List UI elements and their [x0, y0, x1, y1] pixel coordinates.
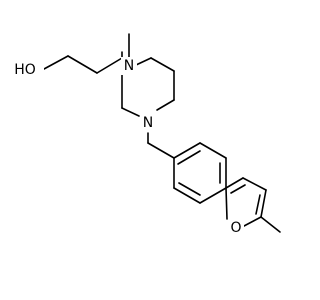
bond-ring-top-ring-right [150, 57, 175, 72]
bond-furan-c2-c3-inner [230, 184, 246, 194]
bond-c2-ring-c [96, 57, 123, 74]
bond-c1-c2 [67, 55, 98, 74]
bond-ar5-ar6 [173, 187, 201, 204]
benzyl-nitrogen-label: N [143, 115, 153, 131]
bond-furan-c4-c5-inner [255, 194, 261, 215]
bond-furan-c3-c4 [242, 177, 267, 191]
bond-furan-methyl [260, 216, 281, 233]
bond-ar1-ar2-inner [177, 150, 201, 165]
bond-furan-c5-o [243, 216, 262, 227]
bond-ring-rb-n2 [156, 99, 175, 111]
bond-ar5-ar6-inner [178, 182, 201, 196]
bond-furan-c4-c5 [260, 189, 267, 218]
chemical-structure-diagram: HO N N O [6, 33, 281, 237]
bond-ch2-aromatic [147, 142, 175, 159]
hydroxyl-label: HO [14, 62, 36, 78]
bond-furan-c2-c3 [225, 177, 244, 189]
bond-o-c1 [43, 55, 69, 70]
bond-ar4-ar5 [199, 187, 227, 204]
bond-ar1-ar2 [173, 142, 201, 159]
bond-n1-ring-top [135, 57, 152, 66]
bond-furan-o-c2 [225, 187, 228, 220]
bonds [43, 33, 281, 233]
bond-n2-ring-lb [121, 107, 140, 117]
bond-ar2-ar3 [199, 142, 227, 159]
atom-labels: HO N N O [6, 57, 244, 237]
furan-oxygen-label: O [230, 220, 241, 236]
methyl-nitrogen-label: N [124, 58, 134, 74]
